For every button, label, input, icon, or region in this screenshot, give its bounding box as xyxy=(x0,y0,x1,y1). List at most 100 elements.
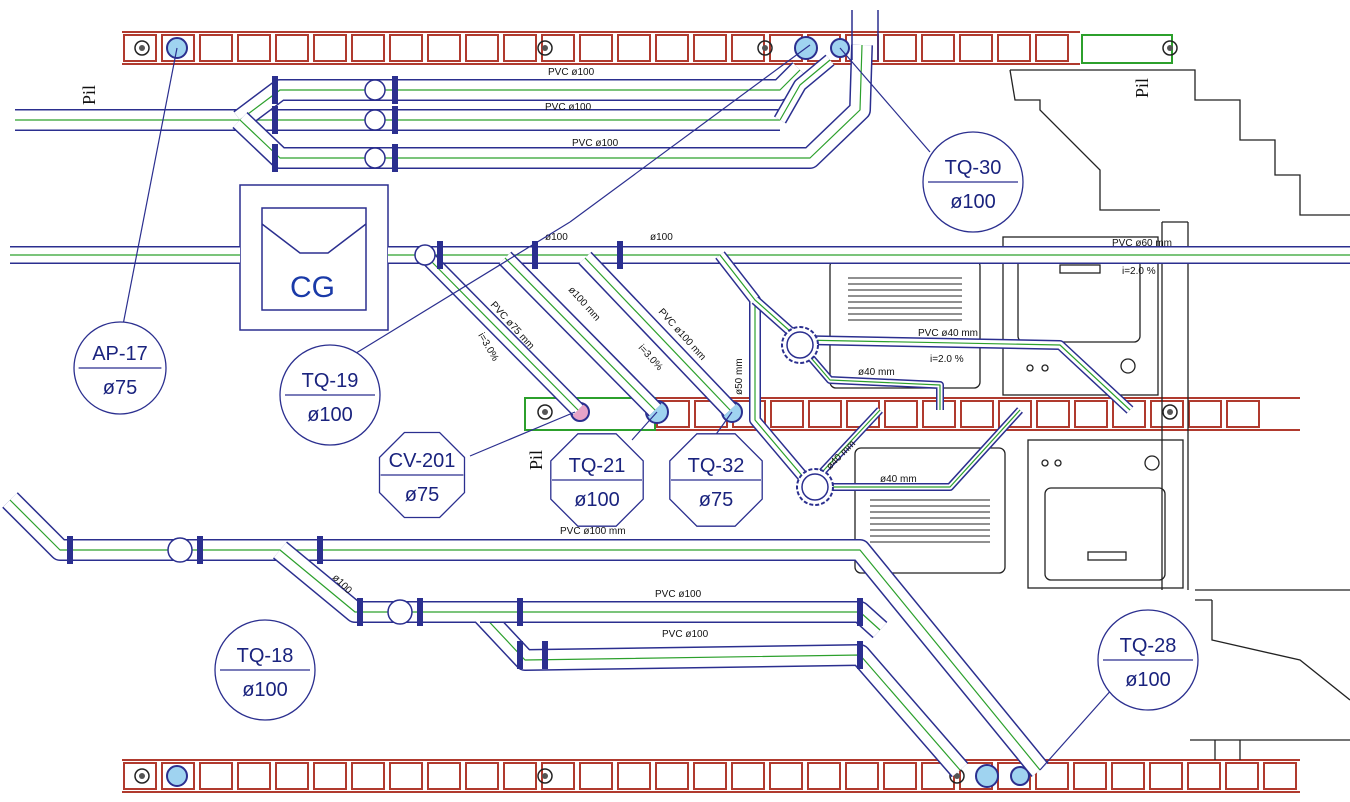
wall-block xyxy=(389,34,423,62)
wall-block xyxy=(313,34,347,62)
cleanout xyxy=(364,147,386,169)
tag-id: TQ-18 xyxy=(237,645,294,667)
tag-tq-28: TQ-28 ø100 xyxy=(1097,609,1199,711)
wall-block xyxy=(655,34,689,62)
pillar-labels: Pil Pil Pil xyxy=(79,78,1152,470)
column-marker xyxy=(757,40,773,56)
wall-block xyxy=(1112,400,1146,428)
pipe-coupler xyxy=(617,241,623,269)
wall-block xyxy=(655,762,689,790)
cleanout xyxy=(364,79,386,101)
cleanout xyxy=(167,537,193,563)
wall-block xyxy=(427,34,461,62)
pipe-label: ø50 mm xyxy=(734,358,745,395)
wall-block xyxy=(998,400,1032,428)
pipe-label: PVC ø60 mm xyxy=(1112,238,1172,249)
wall-block xyxy=(960,400,994,428)
wall-block xyxy=(731,34,765,62)
tag-id: TQ-32 xyxy=(688,455,745,477)
wall-block xyxy=(465,762,499,790)
column-marker xyxy=(134,768,150,784)
drain-point xyxy=(975,764,999,788)
wall-block xyxy=(808,400,842,428)
wall-block xyxy=(161,34,195,62)
sink-lower xyxy=(854,447,1006,574)
pipe-label: i=2.0 % xyxy=(930,354,964,365)
pipe-label: PVC ø100 xyxy=(572,138,619,149)
pillar-label: Pil xyxy=(79,85,99,105)
wall-block xyxy=(199,34,233,62)
wall-block xyxy=(1225,762,1259,790)
wall-block xyxy=(199,762,233,790)
wall-block xyxy=(884,400,918,428)
wall-block xyxy=(921,34,955,62)
wall-block xyxy=(1073,762,1107,790)
pipe-coupler xyxy=(437,241,443,269)
wall-block xyxy=(427,762,461,790)
pipe-coupler xyxy=(197,536,203,564)
wall-block xyxy=(313,762,347,790)
pipe-label: PVC ø100 xyxy=(548,67,595,78)
wall-block xyxy=(1035,34,1069,62)
pipe-label: ø100 xyxy=(545,232,568,243)
cleanout xyxy=(414,244,436,266)
wall-block xyxy=(579,762,613,790)
wall-block xyxy=(769,762,803,790)
pipe-coupler xyxy=(392,106,398,134)
pipe-coupler xyxy=(392,144,398,172)
grease-trap-label: CG xyxy=(290,271,335,304)
pipe-coupler xyxy=(272,106,278,134)
sink-upper xyxy=(829,259,981,389)
pipe-label: PVC ø100 xyxy=(545,102,592,113)
pipe-label: PVC ø100 xyxy=(662,629,709,640)
wall-block xyxy=(883,34,917,62)
wall-block xyxy=(161,762,195,790)
pipe-coupler xyxy=(857,641,863,669)
wall-block xyxy=(1188,400,1222,428)
grease-trap-box: CG xyxy=(239,184,389,331)
wall-block xyxy=(693,762,727,790)
pipe-label: PVC ø100 xyxy=(655,589,702,600)
wall-block xyxy=(883,762,917,790)
washer-upper xyxy=(1002,236,1159,396)
tag-id: AP-17 xyxy=(92,343,148,365)
column-marker xyxy=(1162,404,1178,420)
tag-size: ø100 xyxy=(574,489,620,511)
column-marker xyxy=(537,404,553,420)
wall-block xyxy=(693,34,727,62)
wall-block xyxy=(1035,762,1069,790)
wall-block xyxy=(1149,762,1183,790)
tag-id: TQ-28 xyxy=(1120,635,1177,657)
wall-block xyxy=(1036,400,1070,428)
tag-id: TQ-19 xyxy=(302,370,359,392)
wall-block xyxy=(237,34,271,62)
pipe-coupler xyxy=(67,536,73,564)
drain-point xyxy=(1010,766,1030,786)
pipe-coupler xyxy=(272,76,278,104)
fixtures xyxy=(829,69,1350,760)
tag-size: ø100 xyxy=(1125,669,1171,691)
tag-id: TQ-30 xyxy=(945,157,1002,179)
pipe-coupler xyxy=(317,536,323,564)
tag-id: CV-201 xyxy=(389,450,456,472)
wall-block xyxy=(351,34,385,62)
wall-block xyxy=(1074,400,1108,428)
wall-block xyxy=(503,34,537,62)
cleanout xyxy=(364,109,386,131)
pipe-label: ø40 mm xyxy=(824,438,858,472)
wall-block xyxy=(770,400,804,428)
wall-block xyxy=(997,34,1031,62)
wall-block xyxy=(389,762,423,790)
cleanout xyxy=(387,599,413,625)
wall-block xyxy=(123,762,157,790)
wall-block xyxy=(579,34,613,62)
column-marker xyxy=(1162,40,1178,56)
